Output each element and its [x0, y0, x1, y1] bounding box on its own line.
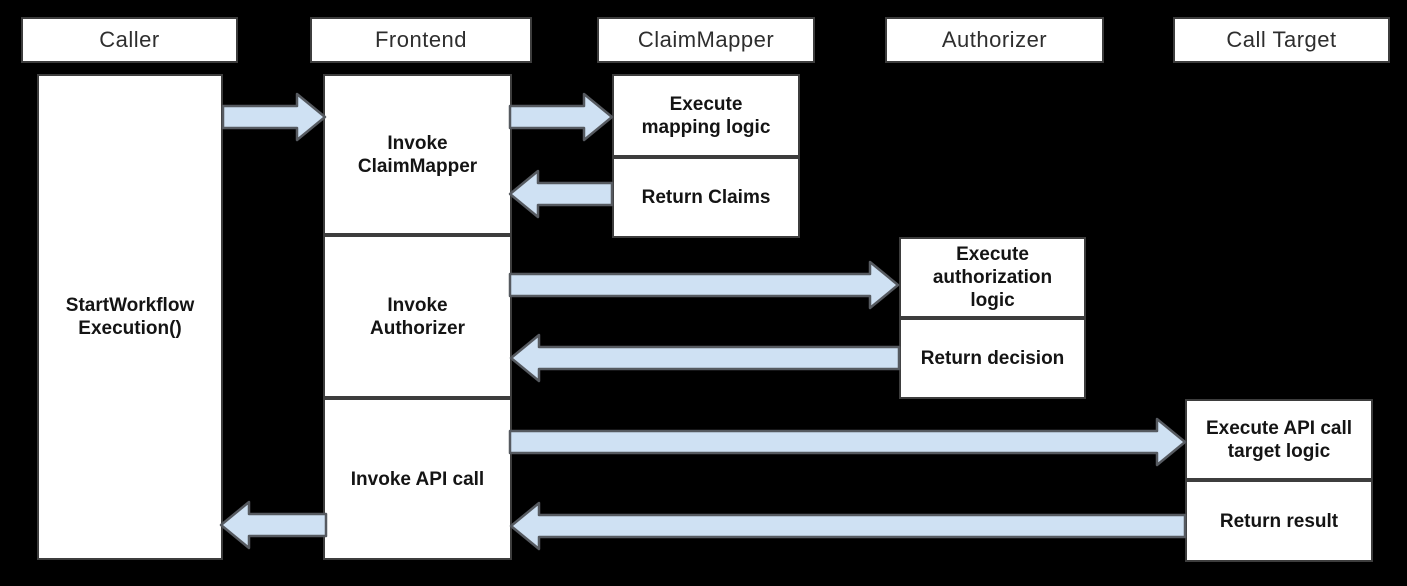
arrow-claimmapper-to-frontend	[508, 169, 614, 219]
column-header-calltarget: Call Target	[1173, 17, 1390, 63]
column-header-caller: Caller	[21, 17, 238, 63]
activity-return-result: Return result	[1185, 480, 1373, 562]
arrow-authorizer-to-frontend	[509, 333, 901, 383]
activity-execute-mapping-logic: Execute mapping logic	[612, 74, 800, 157]
activity-invoke-claimmapper: Invoke ClaimMapper	[323, 74, 512, 235]
arrow-frontend-to-calltarget	[508, 417, 1187, 467]
activity-execute-api-call-target-logic: Execute API call target logic	[1185, 399, 1373, 480]
column-header-frontend: Frontend	[310, 17, 532, 63]
activity-return-claims: Return Claims	[612, 157, 800, 238]
column-header-claimmapper: ClaimMapper	[597, 17, 815, 63]
activity-execute-authorization-logic: Execute authorization logic	[899, 237, 1086, 318]
activity-invoke-api-call: Invoke API call	[323, 398, 512, 560]
arrow-frontend-to-caller	[219, 500, 328, 550]
activity-startworkflowexecution: StartWorkflow Execution()	[37, 74, 223, 560]
column-header-authorizer: Authorizer	[885, 17, 1104, 63]
arrow-caller-to-frontend	[221, 92, 327, 142]
arrow-frontend-to-claimmapper	[508, 92, 614, 142]
arrow-calltarget-to-frontend	[509, 501, 1187, 551]
arrow-frontend-to-authorizer	[508, 260, 900, 310]
activity-return-decision: Return decision	[899, 318, 1086, 399]
activity-invoke-authorizer: Invoke Authorizer	[323, 235, 512, 398]
